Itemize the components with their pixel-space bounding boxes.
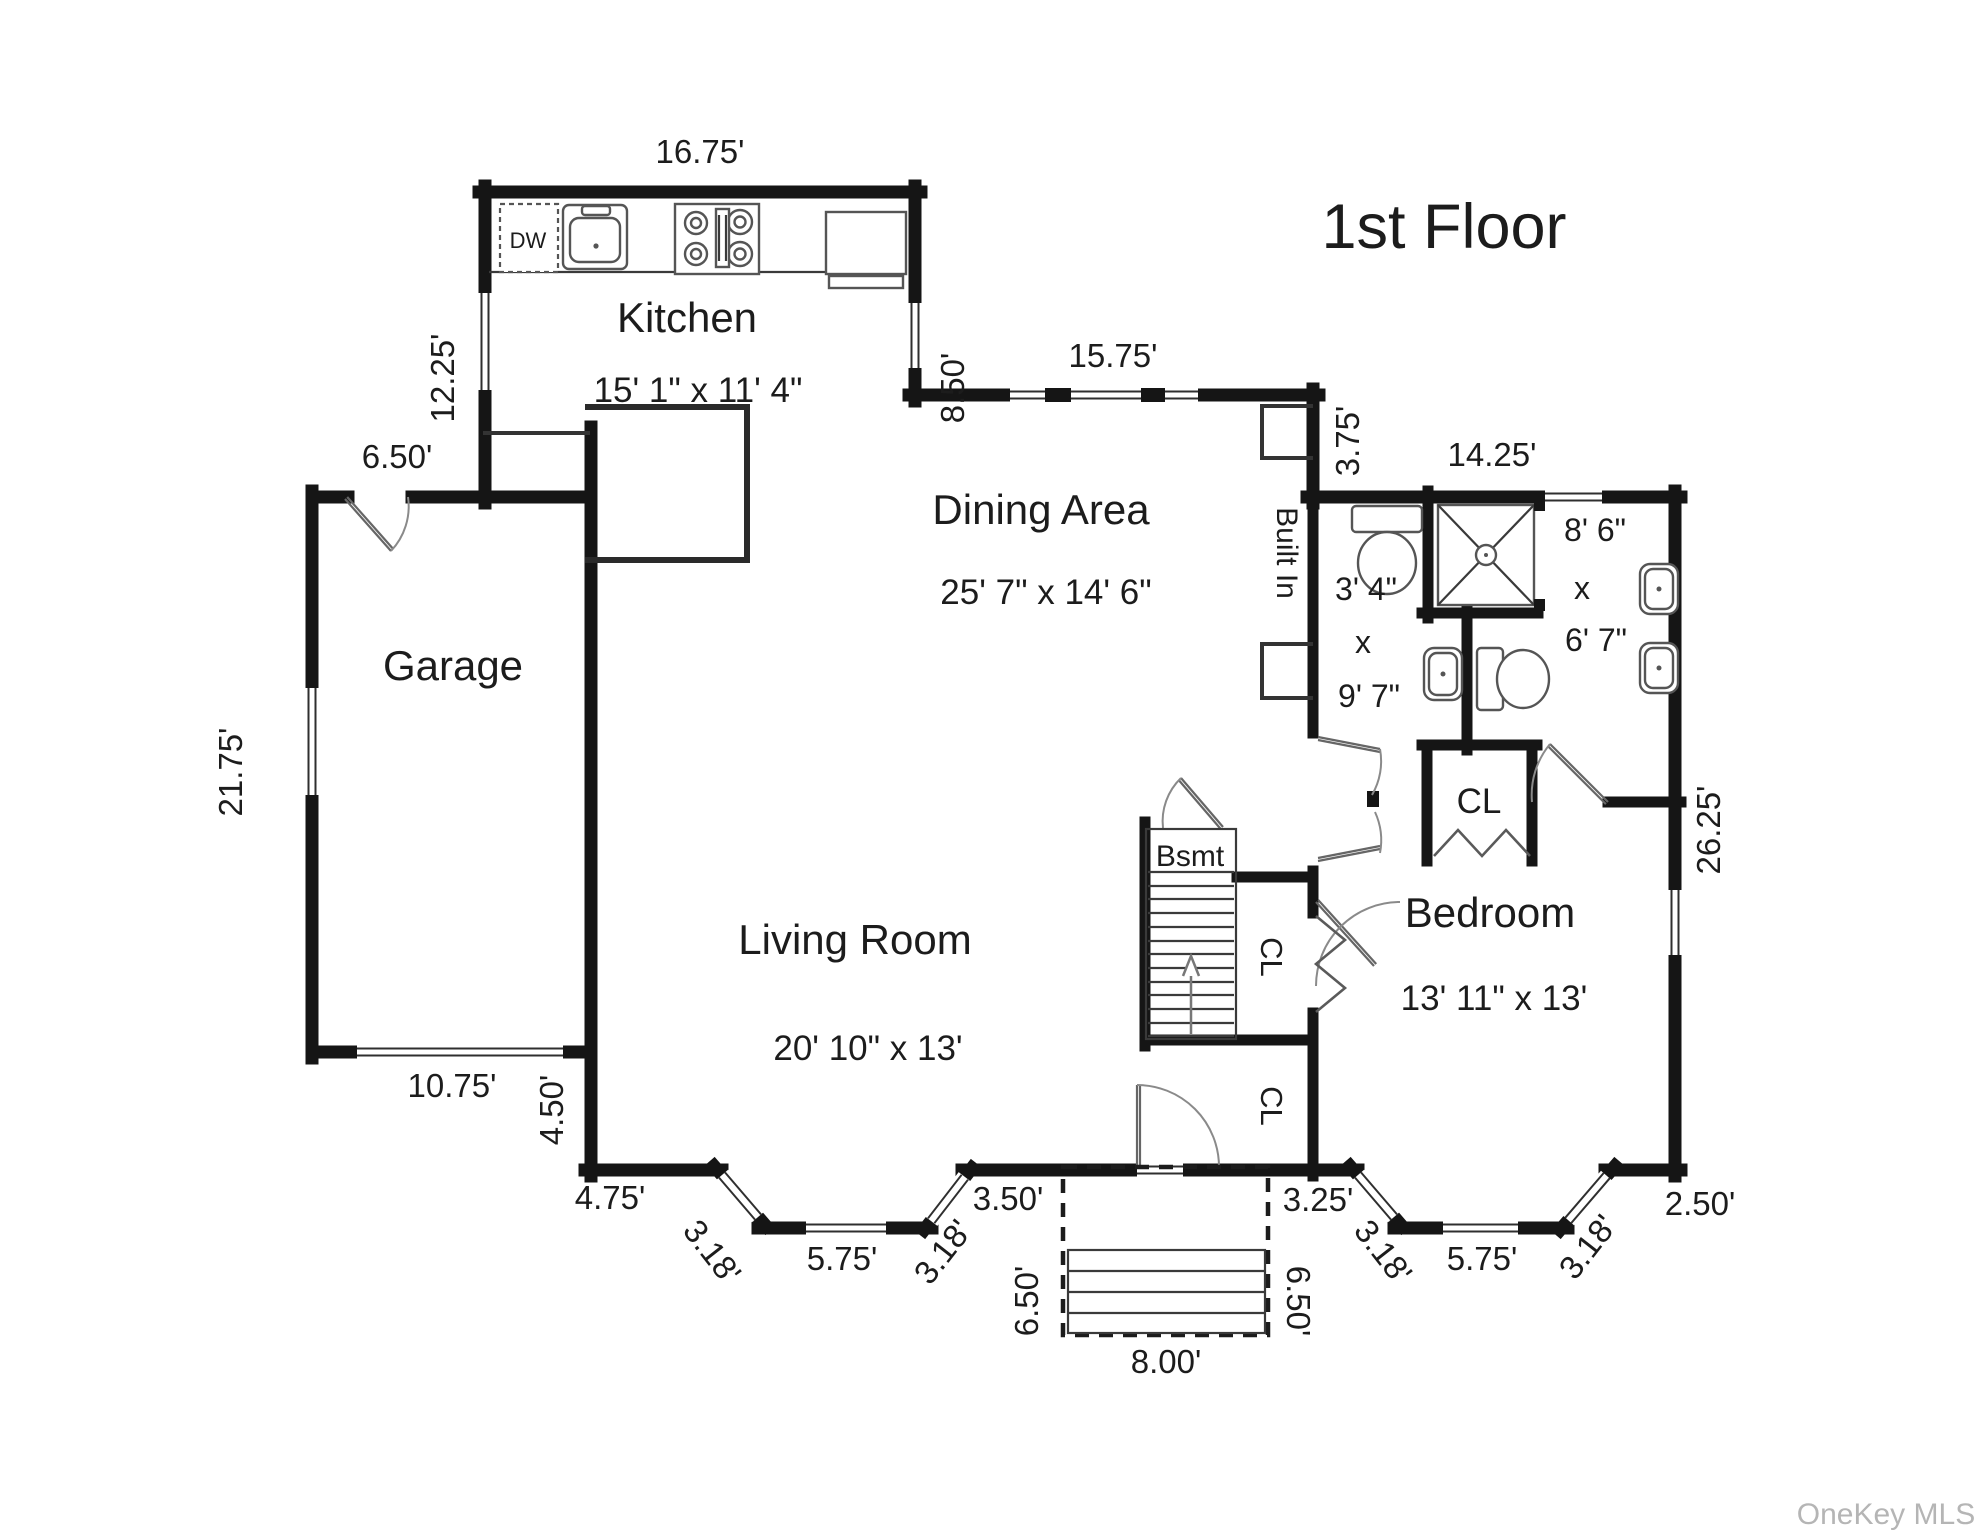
main-bath-height: 6' 7" — [1565, 622, 1627, 658]
dim-right-wall: 26.25' — [1690, 786, 1727, 875]
window-bedroom-right — [1668, 890, 1682, 955]
dim-garage-bottom: 10.75' — [408, 1067, 497, 1104]
bedroom-dims: 13' 11" x 13' — [1401, 979, 1588, 1018]
dim-porch-bottom: 8.00' — [1131, 1343, 1202, 1380]
bedroom-door — [1315, 899, 1401, 987]
window-dining-top — [1010, 388, 1198, 402]
window-lr-bay — [806, 1221, 886, 1235]
kitchen-fixtures — [489, 202, 908, 290]
dim-kitchen-top: 16.75' — [656, 133, 745, 170]
page-title: 1st Floor — [1321, 192, 1566, 262]
window-garage-left — [305, 688, 319, 795]
dim-kitchen-left: 12.25' — [424, 334, 461, 423]
hall-door-lower — [1317, 811, 1383, 863]
dim-bath-top: 14.25' — [1448, 436, 1537, 473]
dim-porch-wall-right: 3.25' — [1283, 1181, 1354, 1218]
main-bath-x: x — [1574, 570, 1590, 606]
dim-kitchen-right: 8.50' — [934, 353, 971, 424]
doors — [344, 496, 1609, 1168]
wall-pillar — [1367, 791, 1379, 807]
vanity-sink-icon-2 — [1638, 641, 1680, 695]
window-kitchen-right — [908, 303, 922, 368]
pantry-walls — [585, 404, 750, 563]
windows — [305, 293, 1682, 1235]
front-door — [1135, 1084, 1220, 1168]
bathroom-fixtures — [1350, 499, 1680, 712]
living-room-dims: 20' 10" x 13' — [773, 1029, 962, 1068]
vanity-sink-icon-1 — [1638, 562, 1680, 616]
stove-icon — [673, 202, 761, 276]
closet-bath-label: CL — [1457, 782, 1502, 821]
window-br-bay-diag-right — [1562, 1170, 1613, 1226]
dim-lr-bottom-left: 4.75' — [575, 1179, 646, 1216]
dim-br-bay-center: 5.75' — [1447, 1240, 1518, 1277]
dim-porch-wall-left: 3.50' — [973, 1180, 1044, 1217]
bedroom-label: Bedroom — [1405, 889, 1575, 936]
sink-icon-small-bath — [1422, 646, 1464, 702]
built-in-label: Built In — [1270, 507, 1303, 599]
bsmt-label: Bsmt — [1156, 840, 1225, 873]
main-bath-width: 8' 6" — [1564, 512, 1626, 548]
dim-br-right: 2.50' — [1665, 1185, 1736, 1222]
window-bath-top — [1545, 490, 1602, 504]
dim-porch-side-right: 6.50' — [1280, 1266, 1317, 1337]
window-lr-bay-diag-right — [924, 1172, 972, 1226]
toilet-icon-main-bath — [1475, 646, 1551, 712]
garage-label: Garage — [383, 642, 523, 689]
garage-door-opening — [357, 1045, 563, 1059]
dw-label: DW — [510, 228, 547, 253]
front-porch — [1060, 1164, 1271, 1338]
kitchen-label: Kitchen — [617, 294, 757, 341]
dim-garage-door: 6.50' — [362, 438, 433, 475]
small-bath-height: 9' 7" — [1338, 678, 1400, 714]
dim-lr-bay-center: 5.75' — [807, 1240, 878, 1277]
refrigerator-icon — [824, 210, 908, 290]
basement-stairs — [1144, 827, 1238, 1041]
closet-bifold-bath — [1433, 828, 1531, 858]
watermark: OneKey MLS — [1797, 1498, 1975, 1531]
hall-door-upper — [1317, 735, 1383, 796]
living-room-label: Living Room — [738, 916, 971, 963]
closet-upper-label: CL — [1254, 937, 1289, 977]
closet-bifold-upper — [1313, 914, 1348, 1014]
text-layer: 1st Floor Kitchen 15' 1" x 11' 4" Dining… — [212, 133, 1975, 1531]
dim-garage-left: 21.75' — [212, 728, 249, 817]
kitchen-dims: 15' 1" x 11' 4" — [594, 371, 803, 410]
closet-lower-label: CL — [1254, 1086, 1289, 1126]
dim-jog-right: 3.75' — [1329, 406, 1366, 477]
built-in-unit — [1260, 404, 1313, 700]
sink-icon — [561, 203, 629, 271]
shower-icon — [1436, 499, 1545, 611]
basement-door — [1161, 777, 1224, 830]
dining-label: Dining Area — [932, 486, 1150, 533]
small-bath-width: 3' 4" — [1335, 571, 1397, 607]
dim-lr-bay-left: 3.18' — [676, 1213, 749, 1291]
window-lr-bay-diag-left — [715, 1169, 765, 1223]
dim-porch-side-left: 6.50' — [1008, 1266, 1045, 1337]
dim-dining-top: 15.75' — [1069, 337, 1158, 374]
dishwasher-icon — [498, 202, 560, 274]
dining-dims: 25' 7" x 14' 6" — [940, 573, 1151, 612]
dim-lr-step: 4.50' — [533, 1075, 570, 1146]
exterior-walls — [305, 179, 1688, 1240]
toilet-icon-small-bath — [1350, 504, 1424, 596]
window-br-bay-diag-left — [1351, 1169, 1401, 1223]
window-br-bay — [1443, 1221, 1518, 1235]
stair-arrow-head — [1181, 952, 1201, 977]
small-bath-x: x — [1355, 624, 1371, 660]
garage-entry-door — [344, 496, 410, 552]
bathroom-door — [1530, 743, 1609, 805]
window-kitchen-left — [478, 293, 492, 390]
